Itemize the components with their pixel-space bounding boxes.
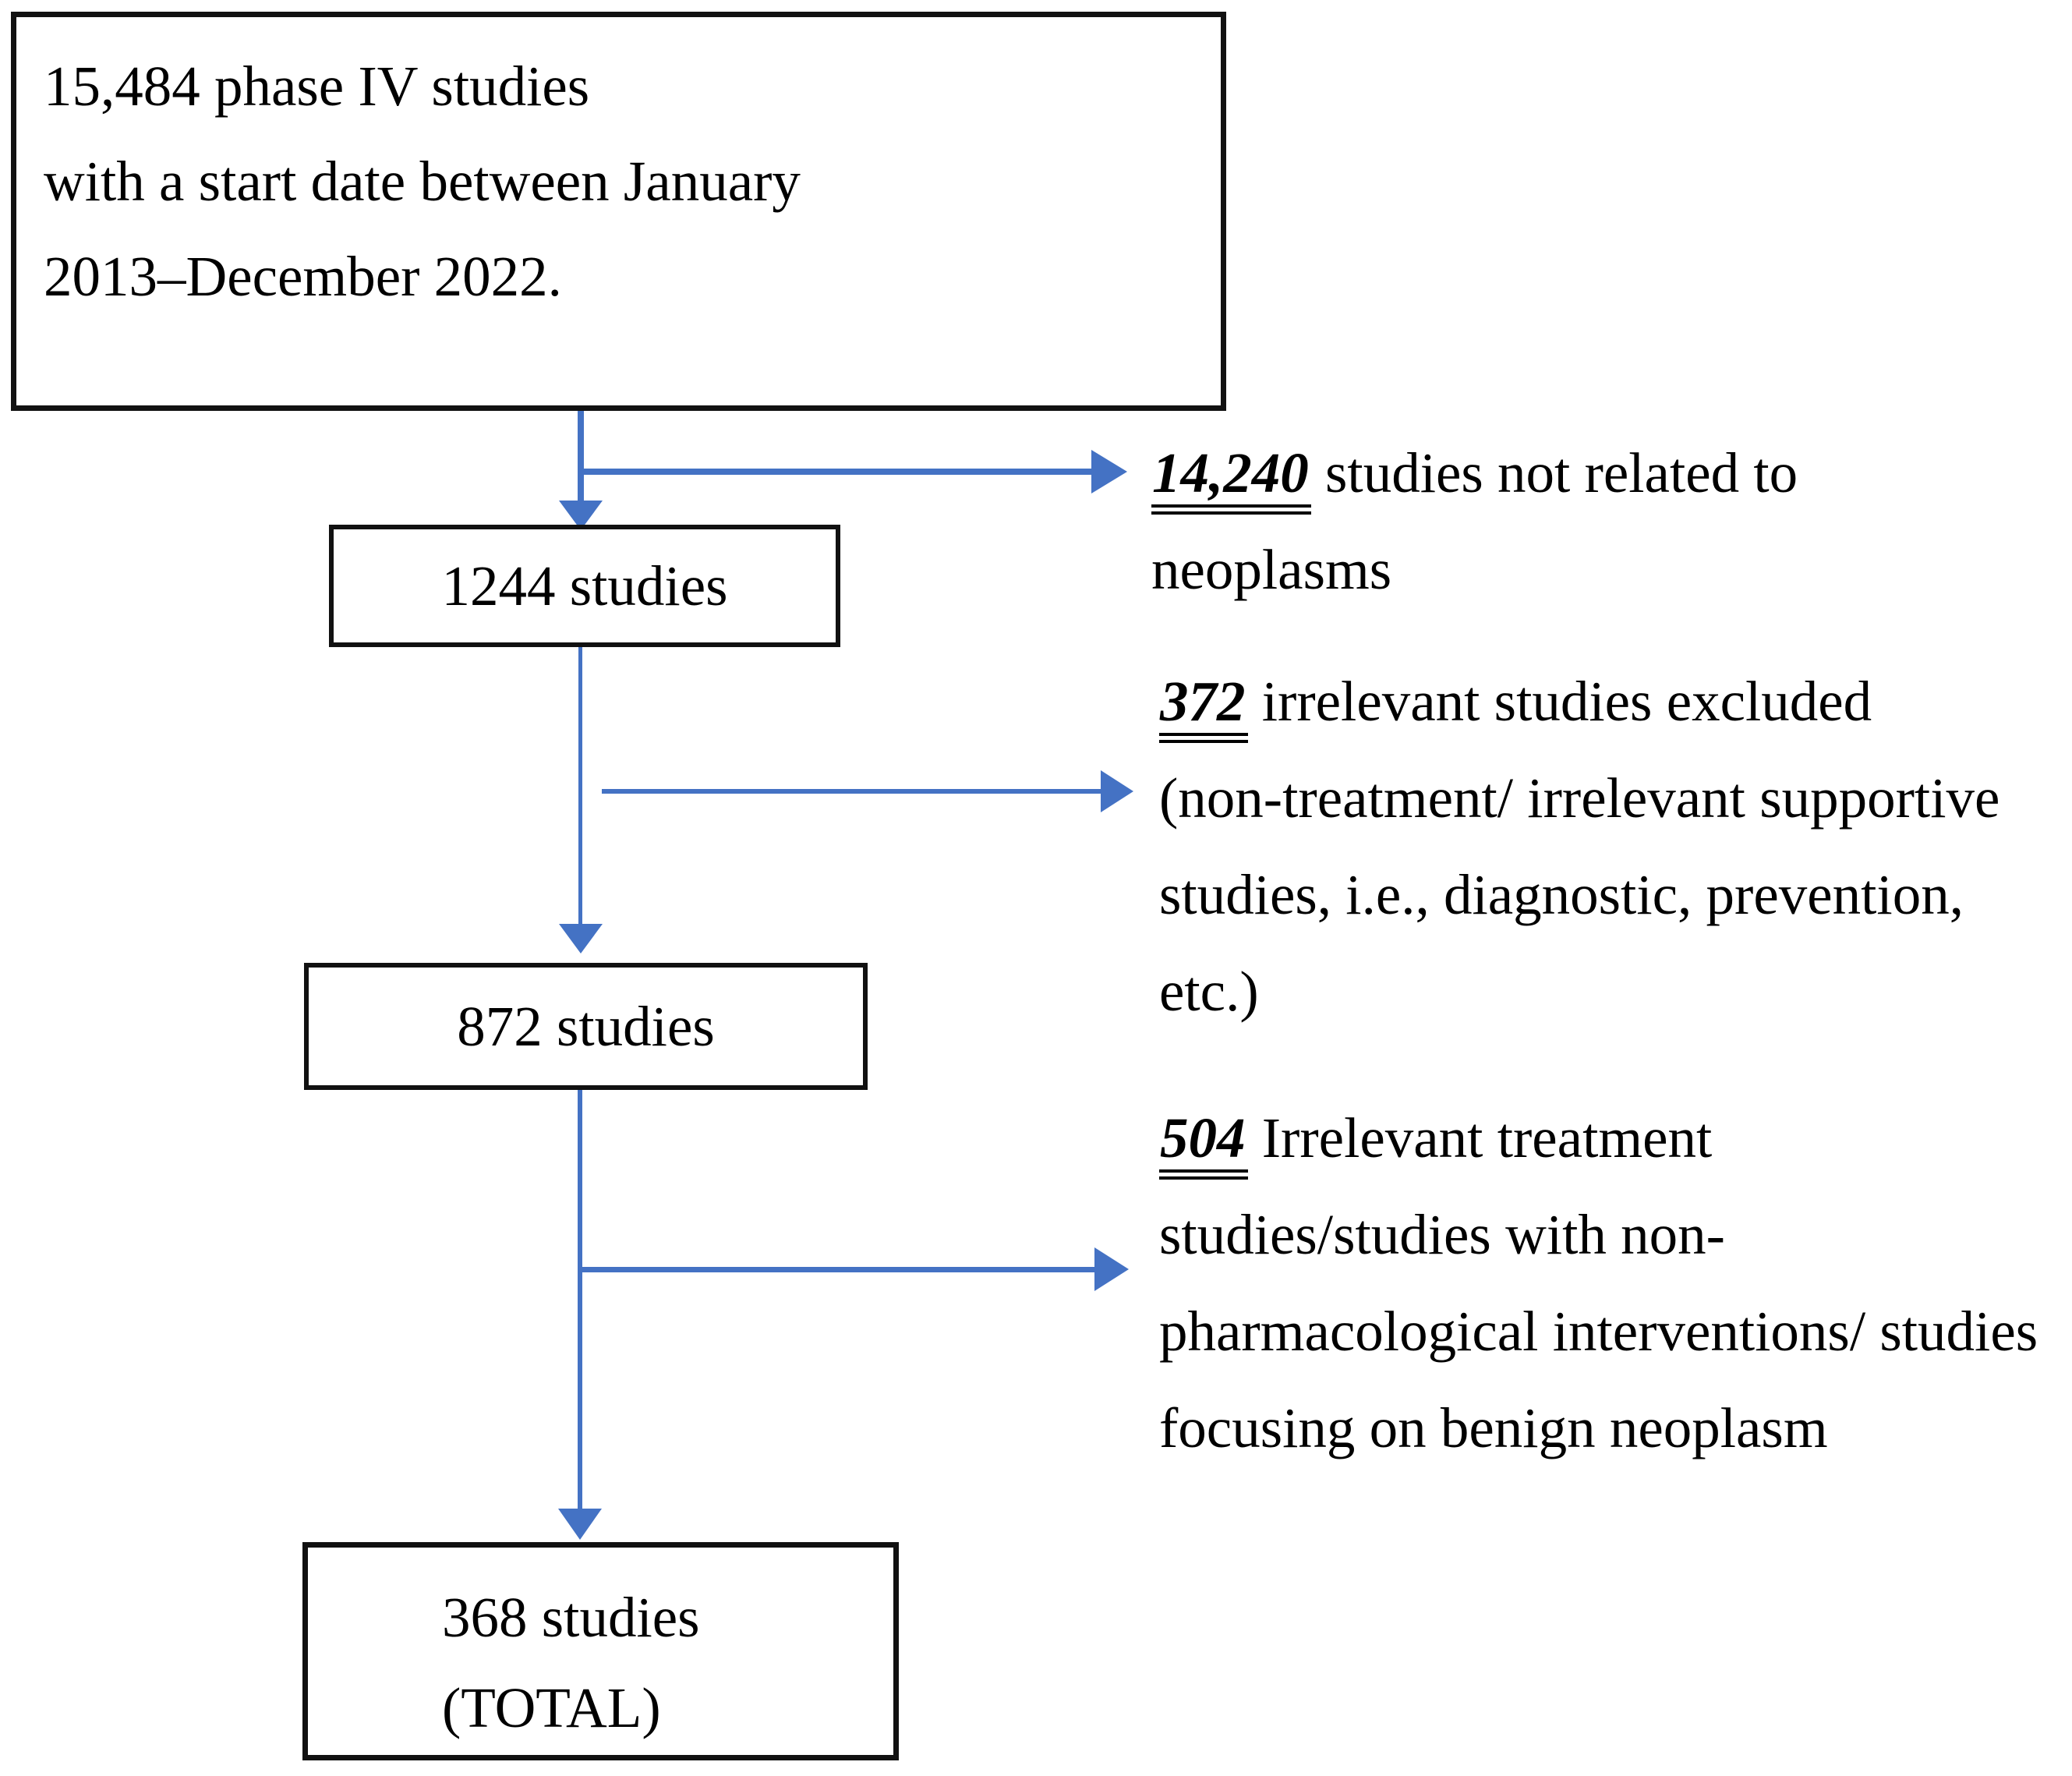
- box-872-label: 872 studies: [457, 994, 715, 1058]
- note-line: neoplasms: [1151, 538, 1392, 601]
- total-studies-line: 368 studies: [442, 1586, 700, 1649]
- initial-studies-line: 2013–December 2022.: [44, 245, 562, 308]
- note-line: 504 Irrelevant treatment: [1159, 1090, 2038, 1187]
- arrow-branch-3-line: [580, 1267, 1094, 1272]
- note-line: studies, i.e., diagnostic, prevention,: [1159, 863, 1964, 926]
- box-1244-studies: 1244 studies: [329, 525, 840, 647]
- note-text: Irrelevant treatment: [1247, 1106, 1713, 1169]
- arrow-down-1-line: [578, 411, 584, 501]
- box-1244-label: 1244 studies: [441, 554, 728, 617]
- note-text: irrelevant studies excluded: [1247, 670, 1872, 733]
- arrow-branch-2-line: [602, 789, 1101, 794]
- note-line: pharmacological interventions/ studies: [1159, 1300, 2038, 1363]
- note-not-related-neoplasms: 14,240 studies not related to neoplasms: [1151, 425, 1798, 618]
- note-number: 14,240: [1151, 444, 1311, 515]
- arrow-down-3-line: [578, 1090, 582, 1509]
- note-line: studies/studies with non-: [1159, 1203, 1725, 1266]
- arrow-down-2-line: [578, 647, 582, 924]
- note-text: studies not related to: [1310, 441, 1798, 504]
- arrowhead-right-3-icon: [1094, 1247, 1129, 1291]
- initial-studies-line: with a start date between January: [44, 150, 801, 213]
- note-number: 504: [1159, 1109, 1248, 1180]
- arrowhead-right-2-icon: [1101, 770, 1133, 812]
- box-total-studies: 368 studies (TOTAL): [302, 1542, 899, 1760]
- note-irrelevant-excluded: 372 irrelevant studies excluded (non-tre…: [1159, 653, 2000, 1040]
- arrowhead-down-2-icon: [559, 924, 603, 953]
- arrowhead-down-3-icon: [558, 1509, 602, 1540]
- note-irrelevant-treatment: 504 Irrelevant treatment studies/studies…: [1159, 1090, 2038, 1477]
- arrowhead-right-1-icon: [1091, 450, 1127, 494]
- arrow-branch-1-line: [581, 469, 1091, 475]
- box-initial-studies: 15,484 phase IV studies with a start dat…: [11, 12, 1226, 411]
- note-line: etc.): [1159, 960, 1259, 1023]
- note-line: focusing on benign neoplasm: [1159, 1396, 1828, 1459]
- note-number: 372: [1159, 673, 1248, 743]
- initial-studies-line: 15,484 phase IV studies: [44, 55, 590, 118]
- total-studies-line: (TOTAL): [442, 1676, 661, 1739]
- note-line: 372 irrelevant studies excluded: [1159, 653, 2000, 750]
- note-line: 14,240 studies not related to: [1151, 425, 1798, 522]
- box-872-studies: 872 studies: [304, 963, 868, 1090]
- note-line: (non-treatment/ irrelevant supportive: [1159, 766, 2000, 830]
